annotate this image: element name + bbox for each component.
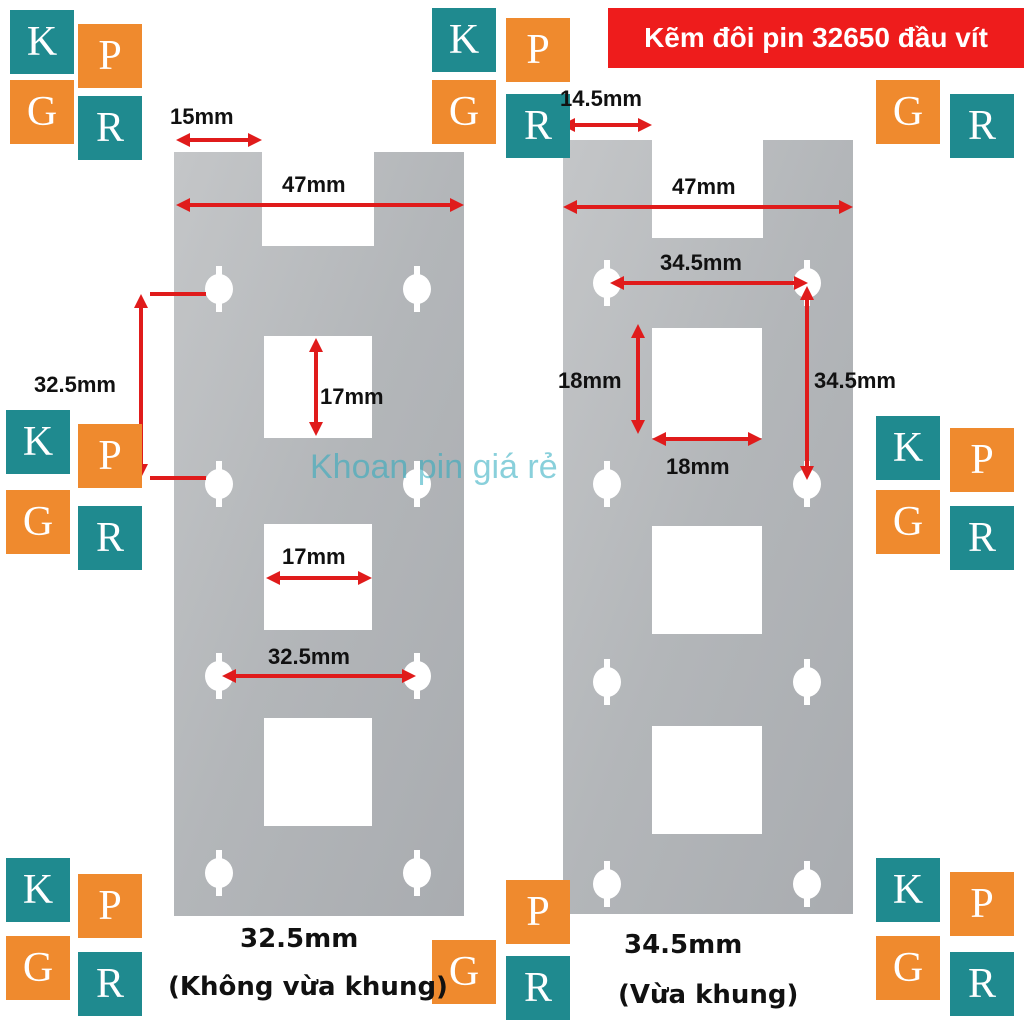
arrow-right-34-5mm-vertical: [800, 286, 814, 480]
logo-tile-r: R: [78, 506, 142, 570]
watermark-text: Khoan pin giá rẻ: [310, 448, 558, 486]
logo-tile-k: K: [6, 410, 70, 474]
logo-tile-p: P: [506, 880, 570, 944]
arrow-left-47mm: [176, 198, 464, 212]
logo-tile-g: G: [876, 490, 940, 554]
right-window-width-label: 18mm: [666, 454, 730, 479]
logo-tile-r: R: [78, 952, 142, 1016]
left-caption-note: (Không vừa khung): [168, 972, 448, 1002]
right-plate-holes: [593, 260, 821, 907]
logo-tile-p: P: [950, 872, 1014, 936]
left-window-height-label: 17mm: [320, 384, 384, 409]
arrow-left-17mm-vertical: [309, 338, 323, 436]
left-plate-holes: [205, 266, 431, 896]
arrow-left-32-5mm-horizontal: [222, 669, 416, 683]
logo-tile-r: R: [506, 94, 570, 158]
title-banner: Kẽm đôi pin 32650 đầu vít: [608, 8, 1024, 68]
logo-tile-k: K: [6, 858, 70, 922]
logo-tile-g: G: [6, 936, 70, 1000]
logo-tile-p: P: [78, 424, 142, 488]
logo-tile-r: R: [506, 956, 570, 1020]
left-total-width-label: 47mm: [282, 172, 346, 197]
left-plate: [174, 152, 464, 916]
logo-tile-k: K: [10, 10, 74, 74]
logo-tile-p: P: [78, 24, 142, 88]
logo-tile-r: R: [950, 506, 1014, 570]
logo-tile-g: G: [432, 80, 496, 144]
logo-tile-r: R: [950, 94, 1014, 158]
arrow-left-17mm-horizontal: [266, 571, 372, 585]
left-horizontal-pitch-label: 32.5mm: [268, 644, 350, 669]
logo-tile-g: G: [876, 80, 940, 144]
right-caption-size: 34.5mm: [624, 930, 743, 960]
left-vertical-pitch-label: 32.5mm: [34, 372, 116, 397]
arrow-right-18mm-vertical: [631, 324, 645, 434]
logo-tile-k: K: [876, 416, 940, 480]
logo-tile-g: G: [876, 936, 940, 1000]
right-horizontal-pitch-label: 34.5mm: [660, 250, 742, 275]
left-tab-width-label: 15mm: [170, 104, 234, 129]
arrow-right-47mm: [563, 200, 853, 214]
logo-tile-g: G: [10, 80, 74, 144]
left-window-width-label: 17mm: [282, 544, 346, 569]
logo-tile-g: G: [6, 490, 70, 554]
logo-tile-k: K: [432, 8, 496, 72]
right-total-width-label: 47mm: [672, 174, 736, 199]
arrow-right-18mm-horizontal: [652, 432, 762, 446]
logo-tile-p: P: [78, 874, 142, 938]
logo-tile-k: K: [876, 858, 940, 922]
logo-tile-p: P: [506, 18, 570, 82]
logo-tile-r: R: [78, 96, 142, 160]
logo-tile-p: P: [950, 428, 1014, 492]
logo-tile-r: R: [950, 952, 1014, 1016]
logo-tile-g: G: [432, 940, 496, 1004]
arrow-right-34-5mm-horizontal: [610, 276, 808, 290]
right-tab-width-label: 14.5mm: [560, 86, 642, 111]
right-window-height-label: 18mm: [558, 368, 622, 393]
arrow-left-15mm: [176, 133, 262, 147]
arrow-right-14-5mm: [561, 118, 652, 132]
right-vertical-pitch-label: 34.5mm: [814, 368, 896, 393]
left-caption-size: 32.5mm: [240, 924, 359, 954]
right-caption-note: (Vừa khung): [618, 980, 799, 1010]
